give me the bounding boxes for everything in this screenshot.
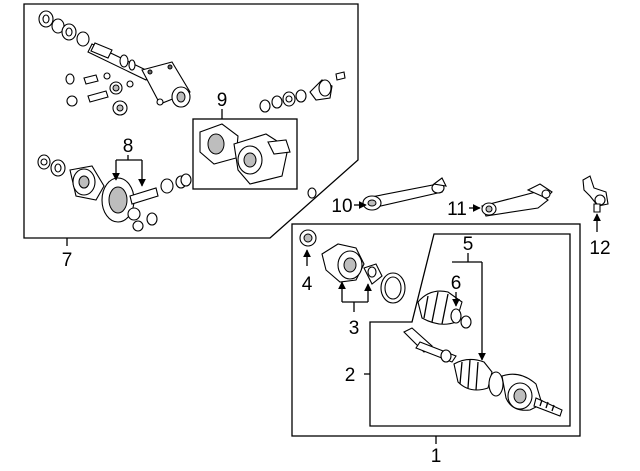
- callout-6: 6: [451, 273, 462, 294]
- callout-7: 7: [62, 250, 73, 271]
- callout-3: 3: [349, 318, 360, 339]
- callout-1: 1: [431, 446, 442, 467]
- carrier-inset-box: [192, 118, 298, 190]
- speed-sensor: [582, 175, 609, 213]
- axle-seal: [299, 229, 317, 247]
- ring-gear: [101, 177, 159, 232]
- callout-4: 4: [302, 274, 313, 295]
- callout-9: 9: [217, 90, 228, 111]
- callout-10: 10: [331, 196, 352, 217]
- side-bearings: [259, 71, 346, 113]
- spider-gear-set: [65, 72, 164, 116]
- pinion-washers: [38, 10, 90, 47]
- inner-boot: [417, 290, 472, 329]
- inner-joint-clamp: [380, 272, 406, 304]
- differential-group-outline: [23, 3, 359, 239]
- pinion-hub: [141, 61, 191, 108]
- differential-exploded-parts: [37, 10, 346, 232]
- callout-2: 2: [345, 365, 356, 386]
- callout-11: 11: [447, 199, 467, 220]
- callout-8: 8: [123, 136, 134, 157]
- callout-5: 5: [463, 234, 474, 255]
- half-shaft-inset-box: [369, 233, 571, 427]
- cv-half-shaft: [403, 327, 563, 417]
- pinion-shaft: [87, 42, 151, 81]
- stabilizer-link-10: [362, 177, 447, 211]
- differential-carrier: [199, 123, 291, 185]
- pinion-bearings: [160, 173, 317, 199]
- differential-case: [37, 154, 105, 201]
- inner-joint-housing: [321, 243, 383, 285]
- stabilizer-link-11: [481, 183, 553, 217]
- callout-12: 12: [589, 238, 610, 259]
